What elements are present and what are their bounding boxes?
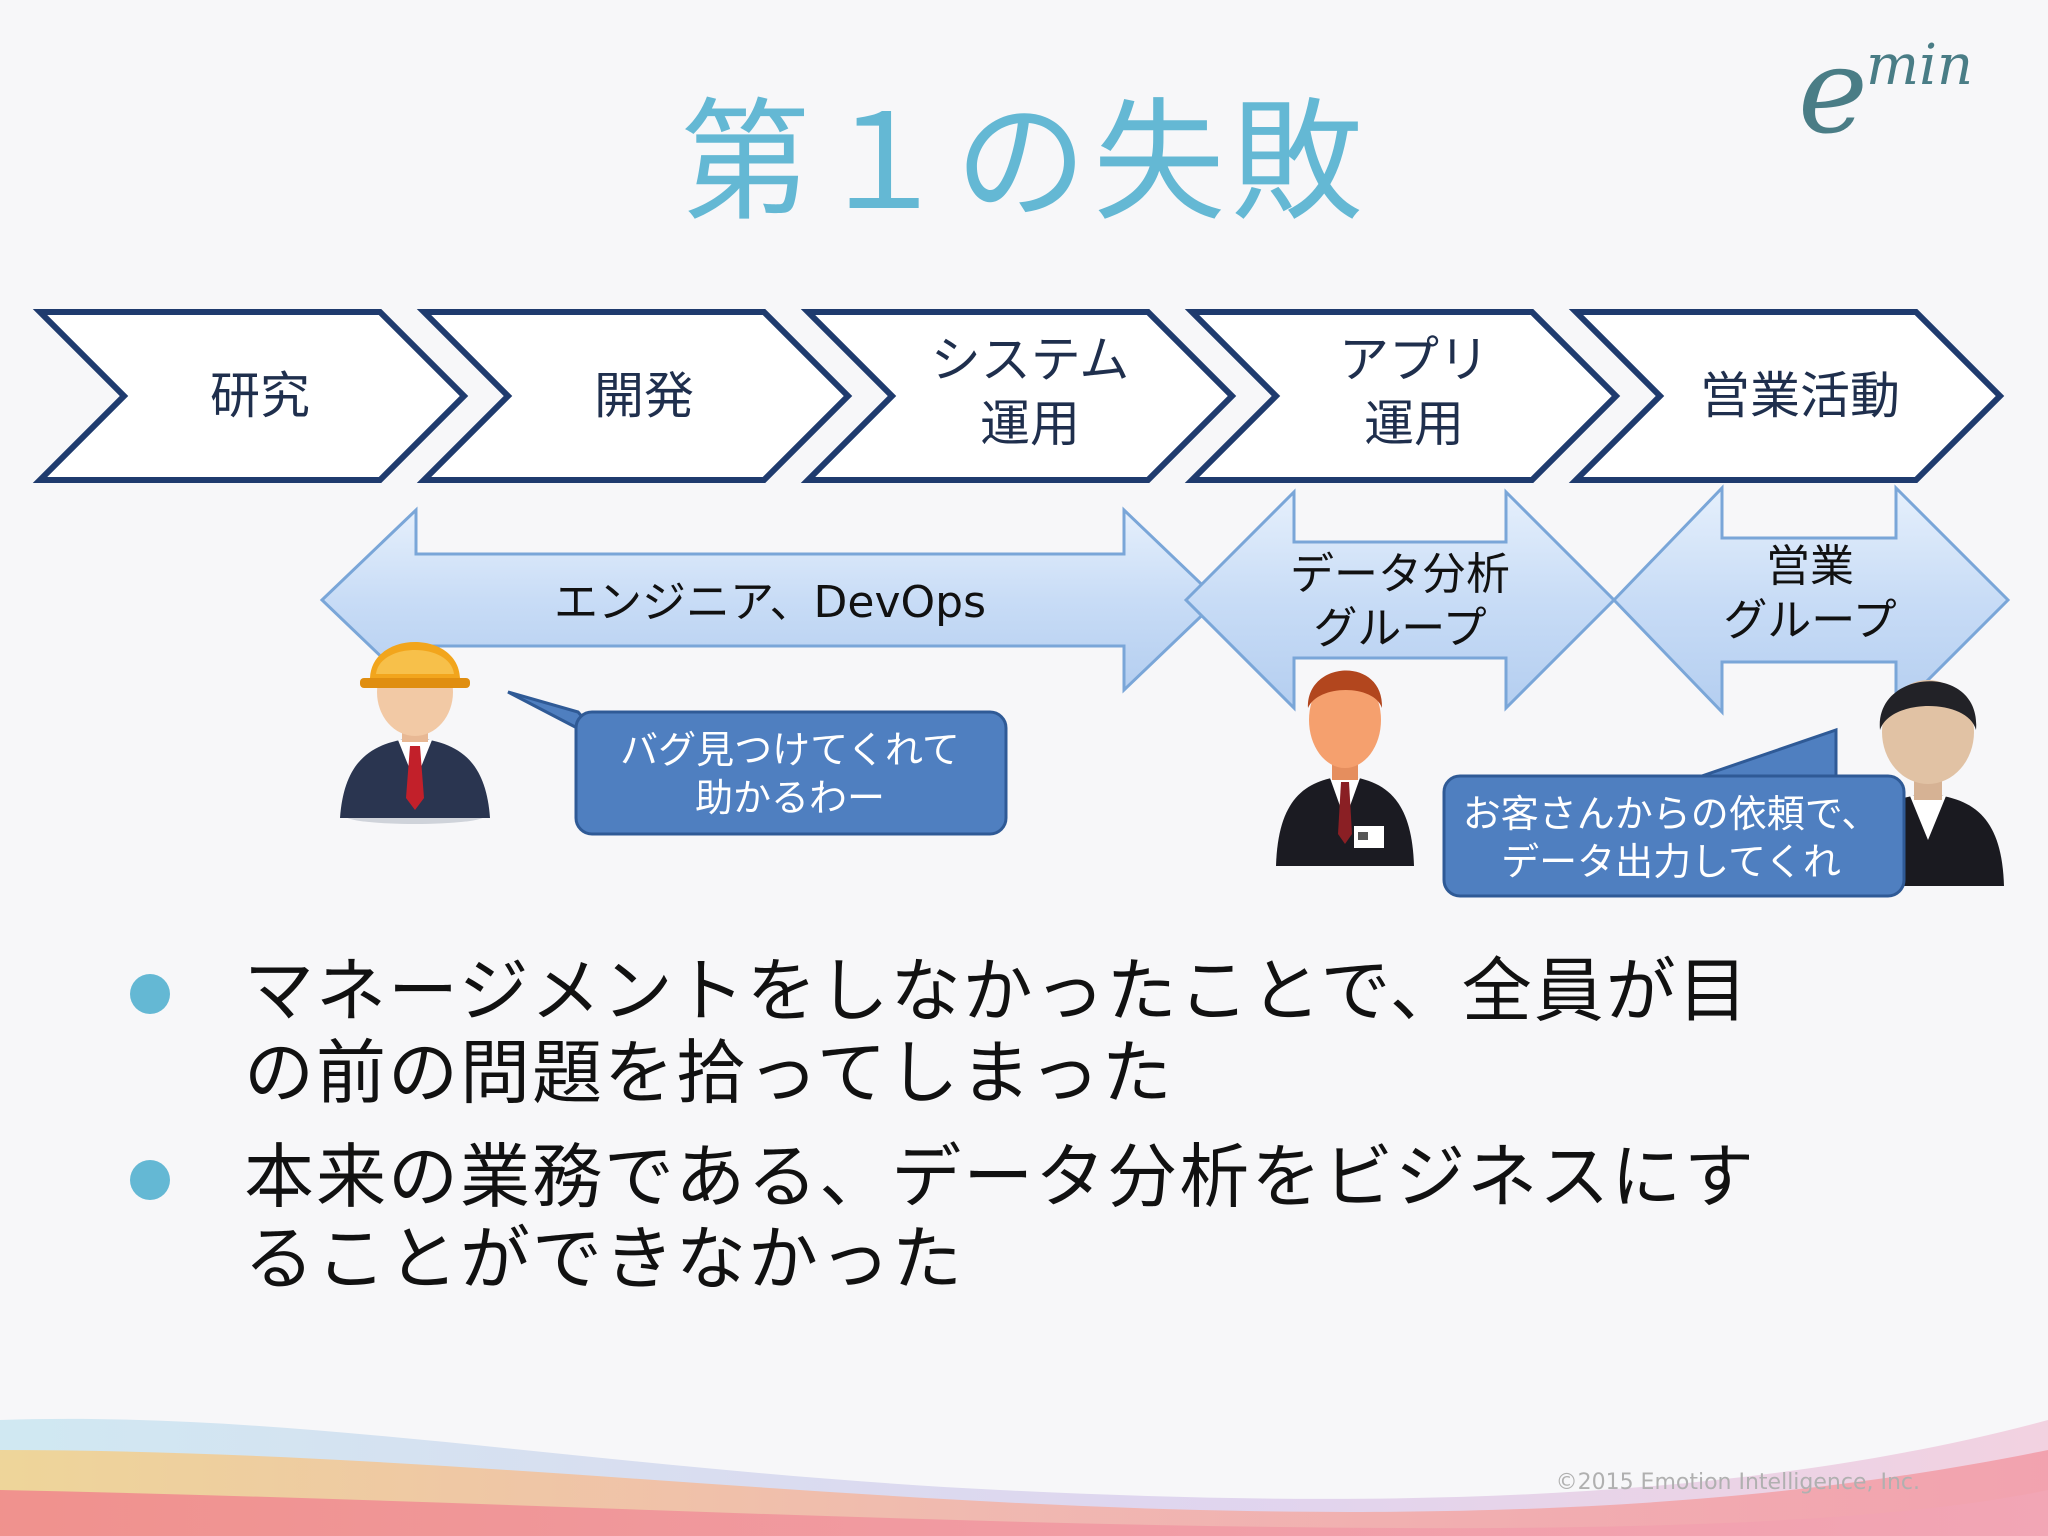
bullet-text: マネージメントをしなかったことで、全員が目の前の問題を拾ってしまった [244, 950, 1750, 1114]
group-label-data-analysis: データ分析 グループ [1290, 549, 1510, 654]
callout-bug-thanks [507, 690, 1008, 836]
step-label-development: 開発 [594, 367, 694, 425]
chevron-sales [1568, 309, 2005, 483]
slide-title: 第１の失敗 [679, 86, 1369, 240]
process-chevrons [32, 309, 2005, 483]
callout-text-data-request: お客さんからの依頼で、 データ出力してくれ [1462, 792, 1880, 884]
arrow-sales [1611, 484, 2011, 716]
group-arrows [319, 484, 2011, 716]
decorative-waves [0, 1418, 2048, 1536]
group-label-sales: 営業 グループ [1723, 541, 1897, 646]
step-label-sales: 営業活動 [1700, 367, 1900, 425]
chevron-research [32, 309, 469, 483]
data-analyst-person-icon [1276, 670, 1414, 866]
logo-e: e [1798, 22, 1868, 160]
step-label-app-ops: アプリ 運用 [1339, 331, 1489, 453]
bullet-dot-icon [130, 1160, 170, 1200]
chevron-system-ops [800, 309, 1237, 483]
callout-text-bug-thanks: バグ見つけてくれて 助かるわー [620, 728, 960, 820]
bullet-item: 本来の業務である、データ分析をビジネスにすることができなかった [120, 1136, 1920, 1300]
engineer-hardhat-icon [340, 642, 490, 824]
copyright-notice: ©2015 Emotion Intelligence, Inc. [1555, 1470, 1920, 1495]
bullet-text: 本来の業務である、データ分析をビジネスにすることができなかった [244, 1136, 1756, 1300]
step-label-system-ops: システム 運用 [930, 331, 1130, 453]
bullet-list: マネージメントをしなかったことで、全員が目の前の問題を拾ってしまった 本来の業務… [120, 950, 1920, 1322]
bullet-item: マネージメントをしなかったことで、全員が目の前の問題を拾ってしまった [120, 950, 1920, 1114]
callout-data-request [1442, 727, 1906, 898]
chevron-development [416, 309, 853, 483]
logo-min: min [1866, 33, 1974, 98]
step-label-research: 研究 [210, 367, 310, 425]
group-label-engineers: エンジニア、DevOps [553, 577, 987, 628]
emin-logo: e min [1798, 28, 2008, 150]
bullet-dot-icon [130, 974, 170, 1014]
chevron-app-ops [1184, 309, 1621, 483]
